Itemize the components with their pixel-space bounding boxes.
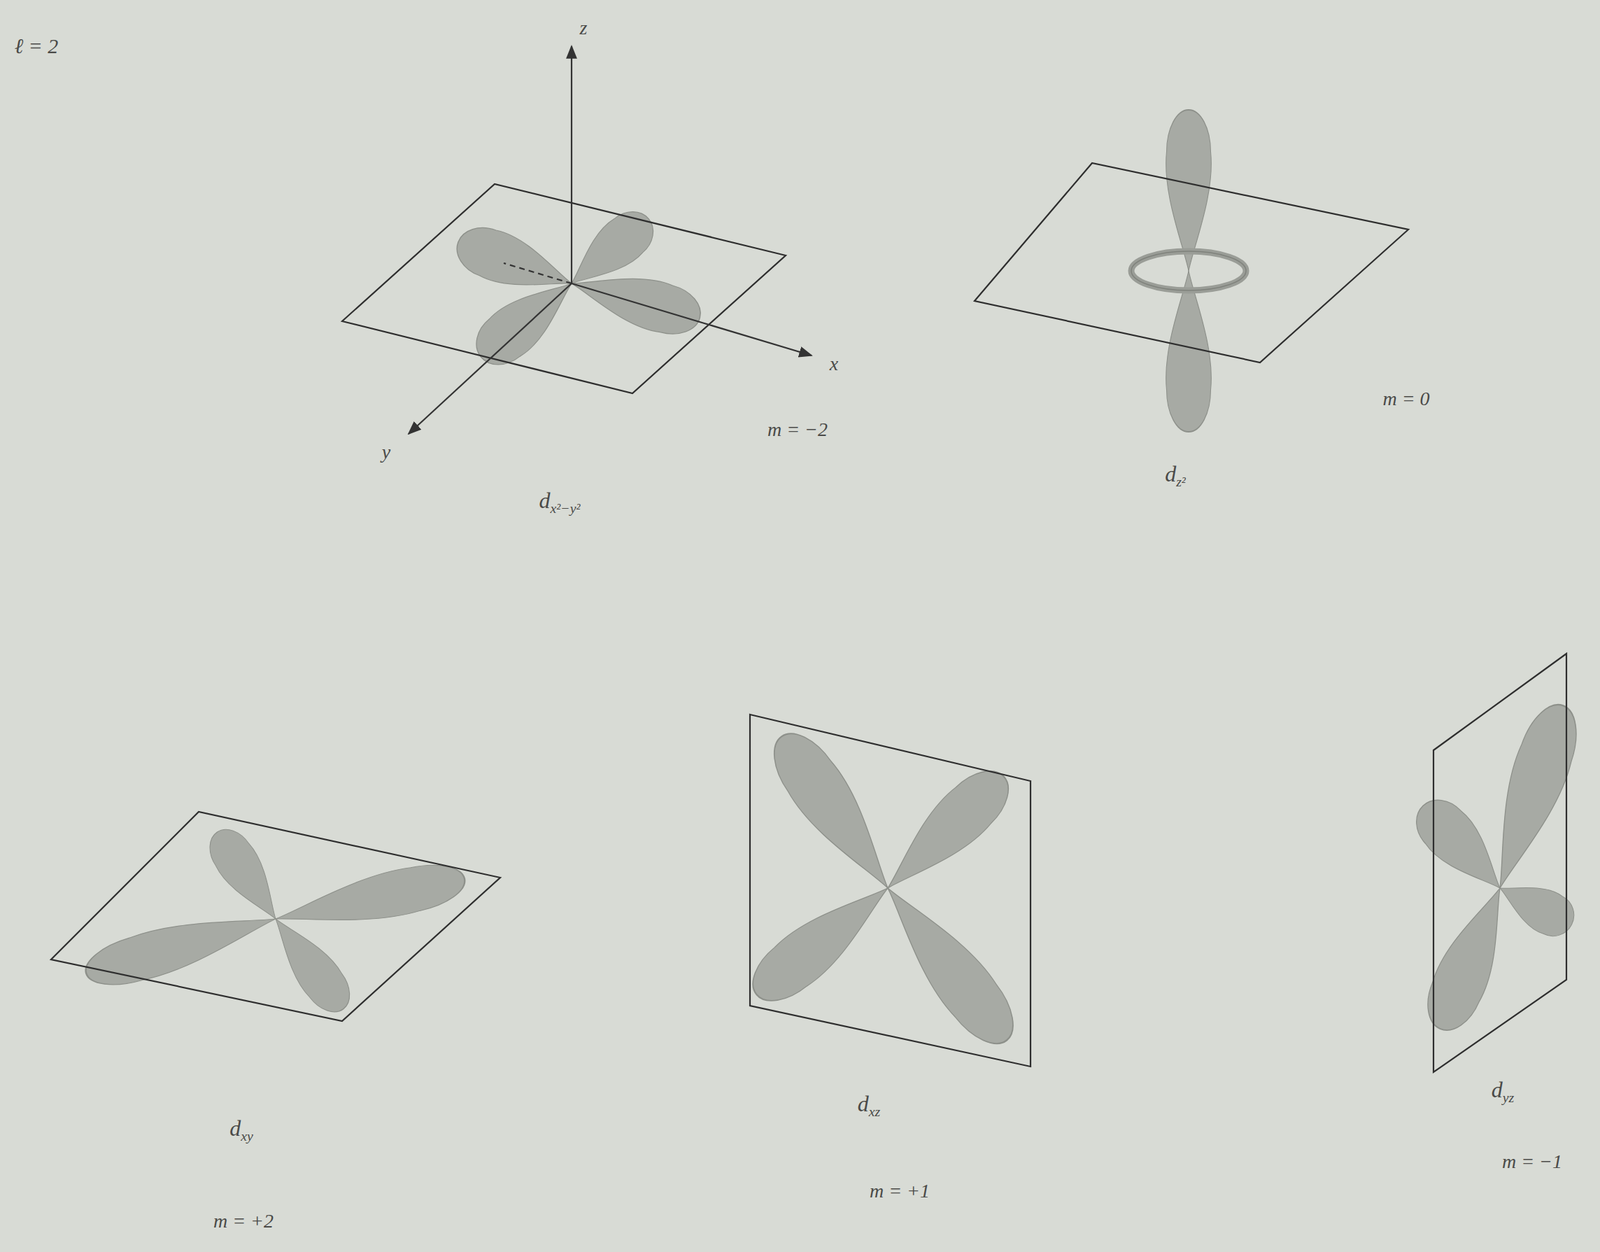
axis-label: z	[579, 18, 588, 38]
magnetic-number: m = −2	[767, 419, 828, 440]
coordinate-axes	[408, 46, 812, 434]
axis-label: x	[829, 354, 839, 374]
orbital-name: dz²	[1164, 462, 1186, 490]
nodal-planes	[51, 163, 1567, 1072]
axis-label: y	[381, 442, 391, 462]
torus-ring	[1131, 251, 1246, 291]
orbital-name: dx²−y²	[539, 489, 581, 516]
orbital-name: dxy	[229, 1116, 254, 1144]
magnetic-number: m = +1	[869, 1180, 930, 1201]
orbital-lobes	[79, 109, 1589, 1057]
orbital-name: dxz	[857, 1092, 881, 1119]
quantum-number-label: ℓ = 2	[14, 35, 59, 57]
magnetic-number: m = −1	[1502, 1151, 1563, 1172]
orbital-name: dyz	[1491, 1078, 1515, 1105]
torus-ring-edge	[1131, 251, 1246, 291]
magnetic-number: m = 0	[1382, 388, 1430, 409]
magnetic-number: m = +2	[213, 1211, 274, 1231]
